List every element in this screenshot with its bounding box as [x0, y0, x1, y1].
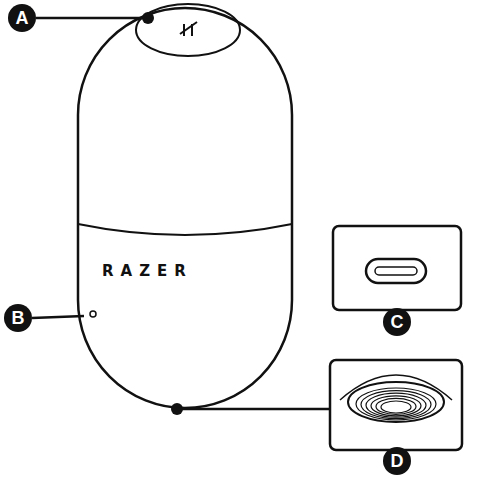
callout-letter: B	[4, 304, 32, 332]
callout-letter: C	[383, 308, 411, 336]
callout-letter: D	[383, 447, 411, 475]
brand-logo: RAZER	[102, 262, 193, 280]
callout-letter: A	[8, 4, 36, 32]
